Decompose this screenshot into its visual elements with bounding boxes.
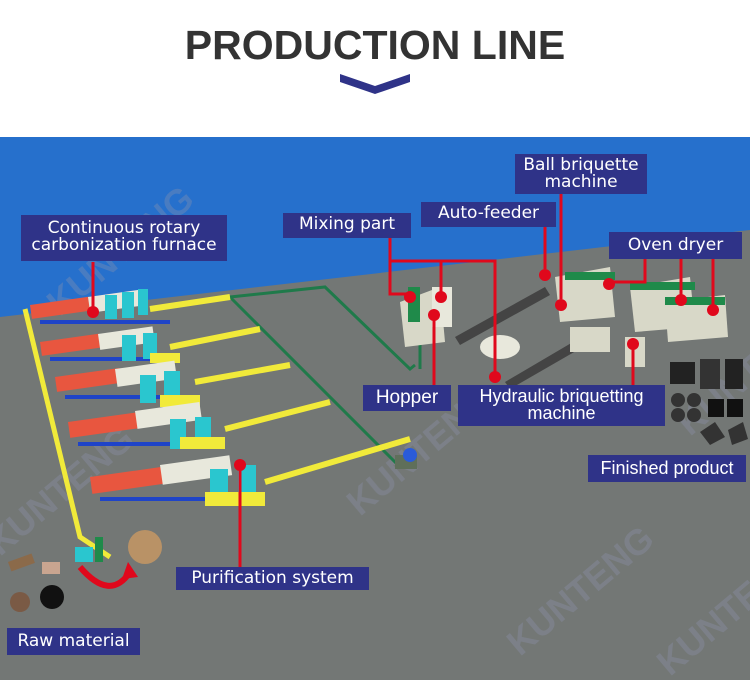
production-line-illustration: KUNTENG KUNTENG KUNTENG KUNTENG KUNTENG … xyxy=(0,137,750,680)
furnace-row xyxy=(90,436,411,506)
briquetting-area xyxy=(400,267,728,389)
label-line: machine xyxy=(544,172,618,192)
label-text: Purification system xyxy=(191,568,354,588)
chevron-down-icon xyxy=(340,74,410,94)
raw-materials xyxy=(8,530,162,612)
label-line: machine xyxy=(527,403,596,423)
carbonization-furnaces xyxy=(22,289,411,560)
furnace-row xyxy=(29,289,231,324)
label-line: carbonization furnace xyxy=(31,235,217,255)
label-line: Hydraulic briquetting xyxy=(479,386,644,406)
label-line: Continuous rotary xyxy=(47,218,201,238)
label-auto-feeder: Auto-feeder xyxy=(421,202,556,227)
label-hydraulic-briquetting-machine: Hydraulic briquetting machine xyxy=(458,385,665,426)
furnace-row xyxy=(68,399,331,449)
furnace-row xyxy=(55,360,291,407)
furnace-row xyxy=(40,326,261,363)
label-text: Auto-feeder xyxy=(437,203,540,223)
leader-dots xyxy=(87,269,719,471)
header: PRODUCTION LINE xyxy=(0,0,750,137)
label-line: Ball briquette xyxy=(523,155,639,175)
label-oven-dryer: Oven dryer xyxy=(609,232,742,259)
leader-lines xyxy=(91,192,715,569)
label-text: Hopper xyxy=(375,387,439,408)
label-hopper: Hopper xyxy=(363,385,451,411)
label-purification-system: Purification system xyxy=(176,567,369,590)
page-title: PRODUCTION LINE xyxy=(184,22,566,68)
label-text: Mixing part xyxy=(298,214,395,234)
label-ball-briquette-machine: Ball briquette machine xyxy=(515,154,647,194)
label-finished-product: Finished product xyxy=(588,455,746,482)
label-text: Raw material xyxy=(17,631,130,651)
blower-fan xyxy=(395,448,417,469)
label-text: Finished product xyxy=(600,458,734,478)
label-raw-material: Raw material xyxy=(7,628,140,655)
label-text: Oven dryer xyxy=(627,235,724,255)
label-carbonization-furnace: Continuous rotary carbonization furnace xyxy=(21,215,227,261)
finished-products xyxy=(670,359,748,445)
label-mixing-part: Mixing part xyxy=(283,213,411,238)
